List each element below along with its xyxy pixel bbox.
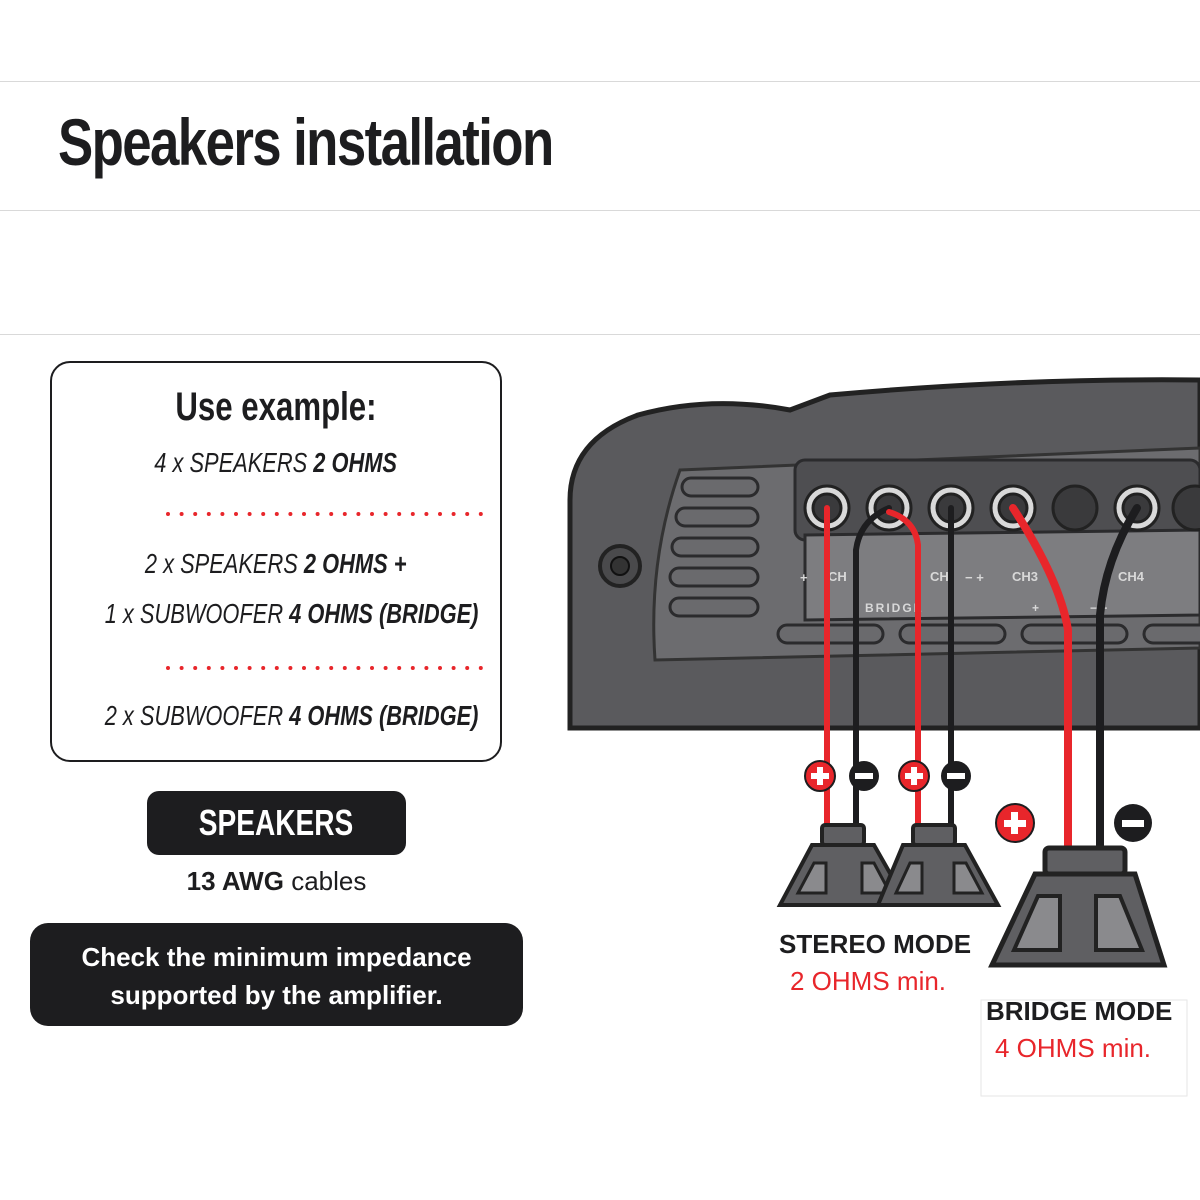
ch1-label: CH xyxy=(828,569,847,584)
minus-icon xyxy=(1114,804,1152,842)
speakers-badge-label: SPEAKERS xyxy=(199,802,354,843)
option-2-speakers: 2 x SPEAKERS xyxy=(145,548,305,579)
svg-text:+: + xyxy=(1032,601,1041,615)
stereo-mode-label: STEREO MODE xyxy=(779,929,972,959)
option-1-count: 4 x SPEAKERS xyxy=(154,447,314,478)
minus-icon xyxy=(941,761,971,791)
option-3-impedance: 4 OHMS (BRIDGE) xyxy=(289,700,479,731)
ch3-label: CH3 xyxy=(1012,569,1038,584)
screw-icon xyxy=(598,544,642,588)
ch2-label: CH xyxy=(930,569,949,584)
speaker-icon xyxy=(875,823,1002,907)
wire-positive-2 xyxy=(886,509,921,831)
ch4-label: CH4 xyxy=(1118,569,1145,584)
option-2-speakers-impedance: 2 OHMS xyxy=(304,548,388,579)
bridge-mode-min: 4 OHMS min. xyxy=(995,1033,1152,1063)
option-3-count: 2 x SUBWOOFER xyxy=(104,700,290,731)
option-2-plus: + xyxy=(387,548,407,579)
amplifier: + CH CH − + CH3 CH4 BRIDGE + − − xyxy=(567,377,1200,731)
red-dotted-divider xyxy=(166,666,494,670)
subwoofer-icon xyxy=(988,845,1168,968)
option-2-subwoofer-impedance: 4 OHMS (BRIDGE) xyxy=(289,598,479,629)
wire-bridge-positive xyxy=(1009,504,1072,854)
plus-icon xyxy=(804,760,836,792)
bridge-label-frame xyxy=(980,999,1188,1097)
plus-icon xyxy=(995,803,1035,843)
example-option-2-line-2: 1 x SUBWOOFER 4 OHMS (BRIDGE) xyxy=(52,598,500,630)
use-example-card: Use example: 4 x SPEAKERS 2 OHMS 2 x SPE… xyxy=(50,361,502,762)
bridge-mode-label: BRIDGE MODE xyxy=(986,996,1173,1026)
bridge-wires xyxy=(1009,504,1141,854)
top-rule xyxy=(0,81,1200,82)
page-title: Speakers installation xyxy=(58,105,554,179)
impedance-notice: Check the minimum impedance supported by… xyxy=(30,923,523,1026)
wire-negative-1 xyxy=(853,505,892,831)
red-dotted-divider xyxy=(166,512,494,516)
title-bottom-rule xyxy=(0,210,1200,211)
cable-gauge: 13 AWG xyxy=(186,866,284,896)
option-2-subwoofer: 1 x SUBWOOFER xyxy=(104,598,290,629)
use-example-heading: Use example: xyxy=(175,385,377,429)
bridge-label-ch12: BRIDGE xyxy=(865,601,924,615)
cable-word: cables xyxy=(291,866,367,896)
option-1-impedance: 2 OHMS xyxy=(313,447,398,478)
notice-line-2: supported by the amplifier. xyxy=(110,980,443,1010)
amp-vents xyxy=(668,476,760,618)
wire-bridge-negative xyxy=(1096,504,1141,854)
plus-icon xyxy=(898,760,930,792)
stereo-mode-min: 2 OHMS min. xyxy=(790,966,947,996)
cable-spec: 13 AWG cables xyxy=(147,866,406,897)
example-option-1: 4 x SPEAKERS 2 OHMS xyxy=(52,447,500,479)
svg-text:+: + xyxy=(800,570,808,585)
notice-line-1: Check the minimum impedance xyxy=(81,942,472,972)
minus-icon xyxy=(849,761,879,791)
section-rule xyxy=(0,334,1200,335)
svg-text:− +: − + xyxy=(965,570,984,585)
wiring-diagram: + CH CH − + CH3 CH4 BRIDGE + − − xyxy=(567,377,1200,1097)
example-option-2-line-1: 2 x SPEAKERS 2 OHMS + xyxy=(52,548,500,580)
speakers-cable-badge: SPEAKERS xyxy=(147,791,406,855)
example-option-3: 2 x SUBWOOFER 4 OHMS (BRIDGE) xyxy=(52,700,500,732)
